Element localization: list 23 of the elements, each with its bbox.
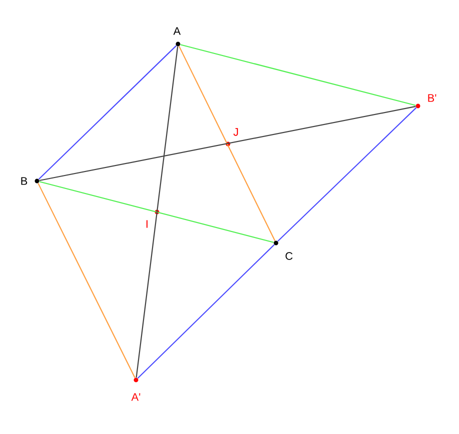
point-label: A (173, 27, 181, 35)
point (34, 178, 40, 184)
line-segment (180, 44, 416, 106)
line-segment (39, 106, 416, 182)
line-segment (38, 45, 177, 180)
point-label: C (286, 252, 293, 260)
point-label: J (233, 128, 238, 136)
point (226, 142, 230, 146)
point (134, 378, 138, 382)
point-label: I (146, 220, 148, 228)
point (176, 42, 180, 46)
line-segment (277, 107, 417, 242)
point (416, 104, 420, 108)
line-segment (178, 46, 276, 242)
line-segment (136, 46, 178, 378)
point-label: A' (131, 393, 140, 401)
line-segment (39, 181, 274, 243)
point-label: B' (428, 94, 436, 102)
point (274, 240, 278, 246)
line-segment (137, 244, 275, 379)
point-label: B (21, 177, 28, 185)
line-segment (38, 182, 136, 378)
point (154, 210, 160, 214)
